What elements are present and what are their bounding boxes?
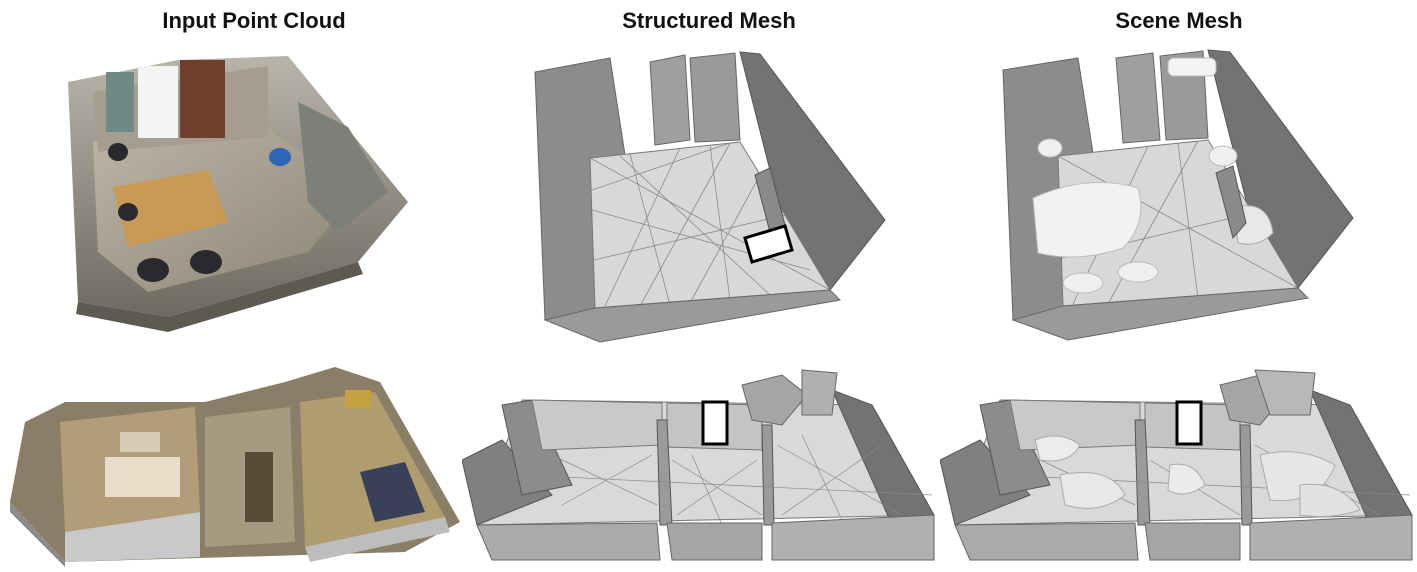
column-title-scene-mesh: Scene Mesh (1115, 8, 1243, 33)
office-point-cloud-image (58, 52, 418, 342)
apartment-point-cloud-image (5, 362, 460, 567)
apartment-structured-mesh-image (462, 365, 940, 565)
office-scene-mesh-image (998, 48, 1358, 343)
column-title-structured-mesh: Structured Mesh (622, 8, 796, 33)
office-structured-mesh-image (530, 50, 890, 345)
apartment-scene-mesh-image (940, 365, 1416, 565)
column-title-input-point-cloud: Input Point Cloud (162, 8, 346, 33)
